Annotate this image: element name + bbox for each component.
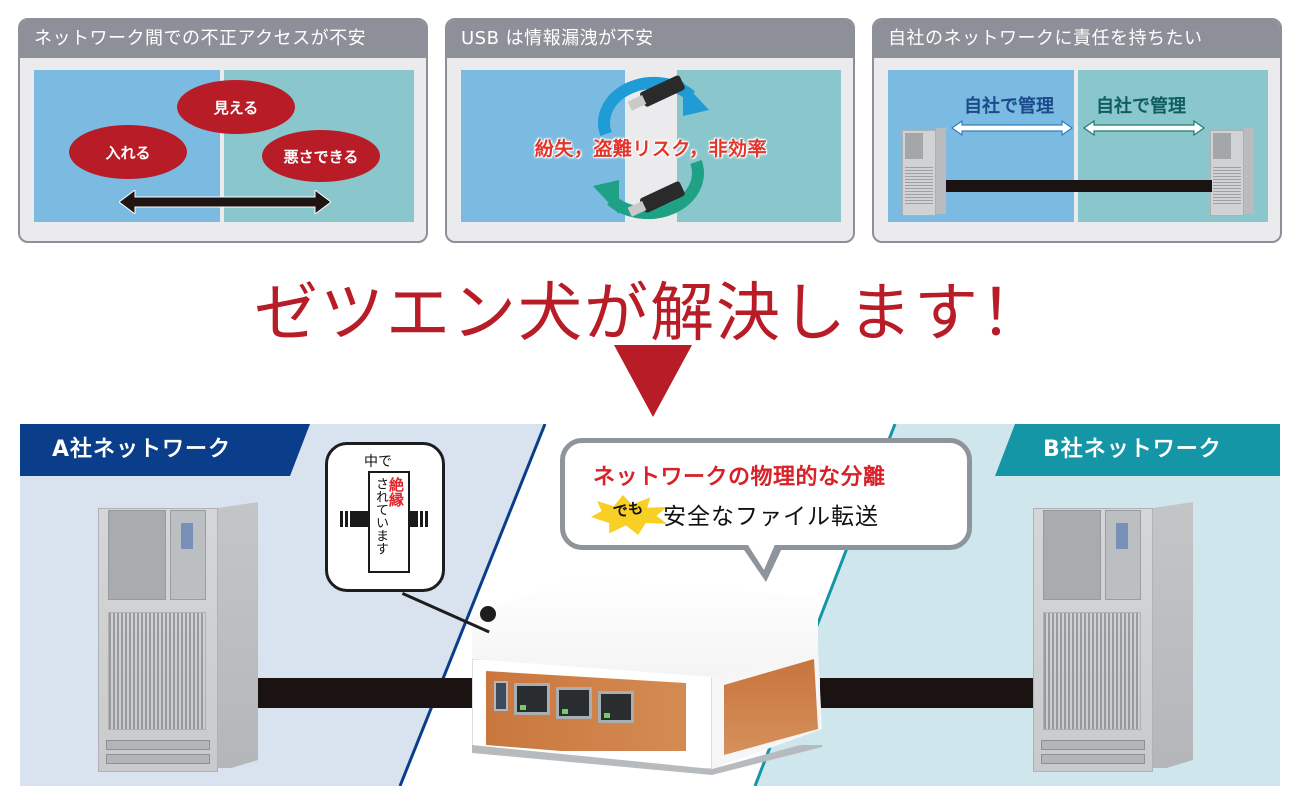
- feature-speech-bubble: ネットワークの物理的な分離 でも 安全なファイル転送: [560, 438, 972, 550]
- callout-inside-label: 中で: [364, 454, 392, 470]
- headline: ゼツエン犬が解決します！: [254, 277, 1046, 349]
- server-tower-a: [98, 502, 258, 772]
- network-pane-left: [461, 70, 625, 222]
- bubble-subtitle: 安全なファイル転送: [663, 504, 879, 530]
- usb-stick-icon: [627, 75, 685, 111]
- card-illustration: 紛失，盗難リスク，非効率: [461, 70, 841, 222]
- card-illustration: 自社で管理 自社で管理: [888, 70, 1268, 222]
- risk-text: 紛失，盗難リスク，非効率: [534, 138, 768, 160]
- card-unauthorized-access: ネットワーク間での不正アクセスが不安 見える 入れる 悪さできる: [18, 18, 428, 243]
- oval-do-harm: 悪さできる: [262, 130, 380, 182]
- manage-label-right: 自社で管理: [1096, 96, 1186, 117]
- server-tower-b: [1033, 502, 1193, 772]
- insulation-rest: されています: [373, 477, 388, 555]
- card-usb-leak: USB は情報漏洩が不安 紛失，盗難リスク，非効率: [445, 18, 855, 243]
- oval-enter: 入れる: [69, 125, 187, 179]
- solution-diagram: A社ネットワーク B社ネットワーク 中で 絶縁: [20, 424, 1280, 786]
- insulation-callout: 中で 絶縁 されています: [325, 442, 445, 592]
- bubble-tail-inner: [746, 542, 776, 570]
- network-cable-b: [820, 678, 1045, 708]
- server-tower-icon: [1210, 128, 1254, 216]
- double-arrow-icon: [950, 120, 1074, 136]
- server-tower-icon: [902, 128, 946, 216]
- rotate-arrow-bottom-icon: [593, 160, 704, 220]
- card-own-responsibility: 自社のネットワークに責任を持ちたい 自社で管理 自社で管理: [872, 18, 1282, 243]
- callout-pointer-dot: [480, 606, 496, 622]
- ethernet-port-icon: [598, 691, 634, 723]
- usb-stick-icon: [627, 181, 685, 217]
- manage-label-left: 自社で管理: [964, 96, 1054, 117]
- network-b-label: B社ネットワーク: [995, 424, 1280, 476]
- network-cable-a: [248, 678, 478, 708]
- down-triangle-icon: [614, 345, 692, 417]
- card-title: USB は情報漏洩が不安: [447, 20, 853, 58]
- insulation-highlight: 絶縁: [387, 477, 405, 507]
- network-a-label: A社ネットワーク: [20, 424, 310, 476]
- double-arrow-icon: [1082, 120, 1206, 136]
- oval-see: 見える: [177, 80, 295, 134]
- cable-plug-icon: [340, 511, 370, 527]
- bubble-title: ネットワークの物理的な分離: [593, 465, 886, 490]
- ethernet-port-icon: [556, 687, 592, 719]
- usb-port-icon: [494, 681, 508, 711]
- insulation-label-box: 絶縁 されています: [368, 471, 410, 573]
- network-cable: [946, 180, 1212, 192]
- card-title: ネットワーク間での不正アクセスが不安: [20, 20, 426, 58]
- card-title: 自社のネットワークに責任を持ちたい: [874, 20, 1280, 58]
- zetsuen-ken-device: [452, 559, 832, 779]
- card-illustration: 見える 入れる 悪さできる: [34, 70, 414, 222]
- double-arrow-icon: [119, 190, 331, 214]
- network-pane-right: [677, 70, 841, 222]
- ethernet-port-icon: [514, 683, 550, 715]
